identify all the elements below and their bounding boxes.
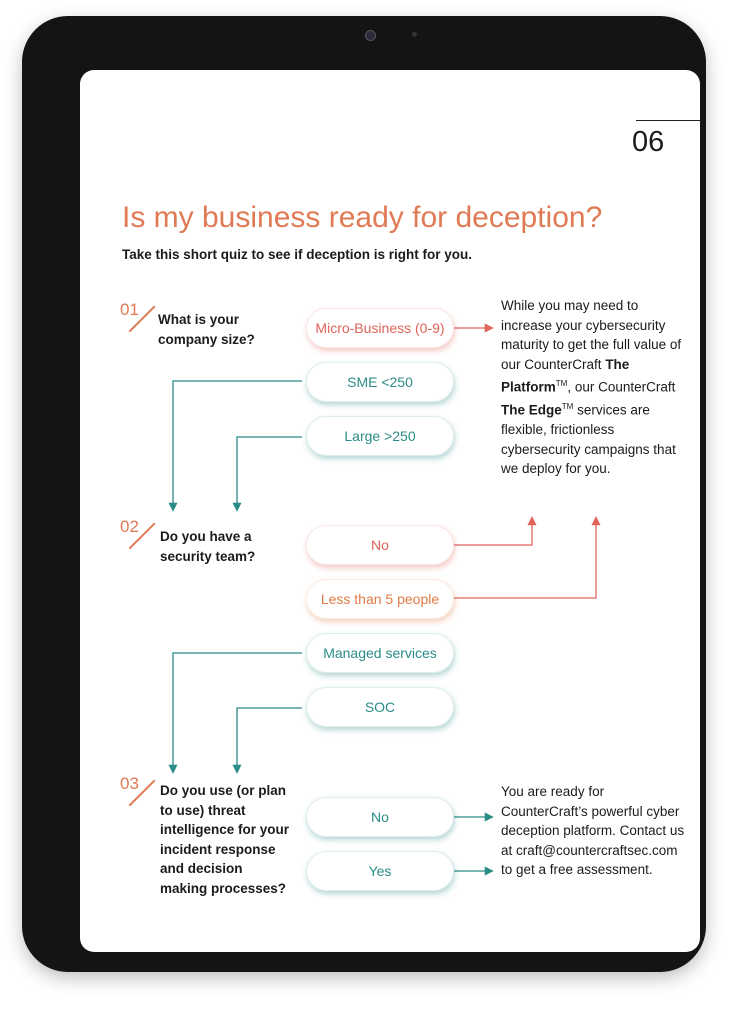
page-number: 06 [632,126,665,158]
question-number-1: 01 [120,300,139,319]
option-q3-yes[interactable]: Yes [306,851,454,891]
option-sme[interactable]: SME <250 [306,362,454,402]
option-small-team[interactable]: Less than 5 people [306,579,454,619]
arrow-small-team-to-result [454,516,601,599]
option-q3-no[interactable]: No [306,797,454,837]
arrow-no-to-result [454,516,537,546]
result-ready-text: You are ready for CounterCraft’s powerfu… [501,784,685,858]
sensor-icon [412,32,417,37]
flow-connectors [168,323,601,876]
contact-email-link[interactable]: craft@countercraftsec.com [516,842,678,858]
arrow-large-to-q2 [232,436,302,512]
page-subtitle: Take this short quiz to see if deception… [122,247,473,262]
trademark-mark: TM [555,379,568,388]
product-the-platform: The Platform [501,356,630,395]
page-rule [636,120,700,121]
result-not-ready: While you may need to increase your cybe… [501,296,687,479]
option-no-team[interactable]: No [306,525,454,565]
option-managed-services[interactable]: Managed services [306,633,454,673]
result-not-ready-mid: , our CounterCraft [567,379,676,395]
trademark-mark: TM [561,402,574,411]
question-1-text: What is your company size? [158,312,255,347]
result-ready-outro: to get a free assessment. [501,862,653,877]
question-number-3: 03 [120,774,139,793]
option-micro-business[interactable]: Micro-Business (0-9) [306,308,454,348]
result-not-ready-outro: services are flexible, frictionless cybe… [501,402,676,477]
page-title: Is my business ready for deception? [122,201,603,234]
question-2-text: Do you have a security team? [160,529,256,564]
option-soc[interactable]: SOC [306,687,454,727]
document-page: 06 Is my business ready for deception? T… [80,70,700,952]
option-large[interactable]: Large >250 [306,416,454,456]
product-the-edge: The Edge [501,402,562,418]
question-number-2: 02 [120,517,139,536]
arrow-managed-to-q3 [168,652,302,774]
result-ready: You are ready for CounterCraft’s powerfu… [501,782,691,880]
question-3-text: Do you use (or plan to use) threat intel… [160,783,290,896]
arrow-soc-to-q3 [232,707,302,774]
tablet-frame: 06 Is my business ready for deception? T… [22,16,706,972]
result-not-ready-intro: While you may need to increase your cybe… [501,298,682,372]
arrow-sme-to-q2 [168,380,302,512]
camera-icon [365,30,376,41]
